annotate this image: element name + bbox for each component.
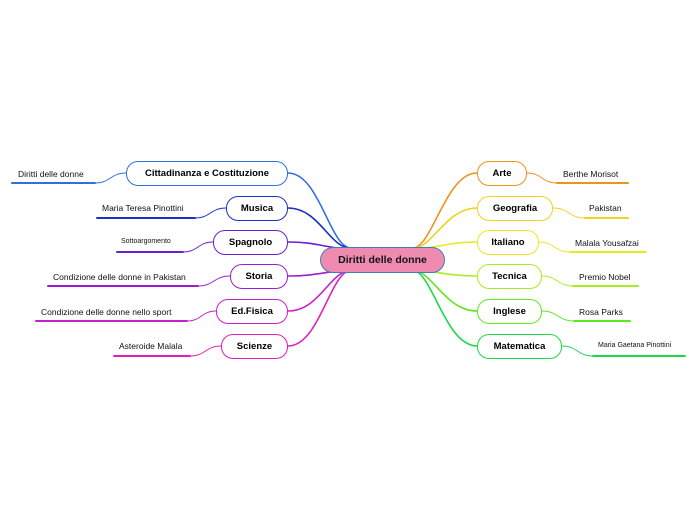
- subtopic-maria-teresa-pinottini[interactable]: Maria Teresa Pinottini: [102, 203, 184, 213]
- topic-inglese[interactable]: Inglese: [477, 299, 542, 324]
- leaf-connector-left-5: [189, 345, 222, 357]
- branch-right-0: [411, 172, 478, 249]
- leaf-connector-right-3: [541, 275, 574, 287]
- topic-spagnolo[interactable]: Spagnolo: [213, 230, 288, 255]
- central-topic[interactable]: Diritti delle donne: [320, 247, 445, 273]
- branch-right-5: [411, 269, 478, 347]
- topic-ed-fisica[interactable]: Ed.Fisica: [216, 299, 288, 324]
- leaf-connector-left-4: [186, 310, 217, 322]
- subtopic-malala-yousafzai[interactable]: Malala Yousafzai: [575, 238, 639, 248]
- subtopic-rosa-parks[interactable]: Rosa Parks: [579, 307, 623, 317]
- leaf-connector-right-4: [541, 310, 575, 322]
- branch-left-0: [287, 172, 353, 249]
- branch-left-5: [287, 269, 353, 347]
- leaf-connector-left-3: [197, 275, 231, 287]
- topic-arte[interactable]: Arte: [477, 161, 527, 186]
- subtopic-berthe-morisot[interactable]: Berthe Morisot: [563, 169, 619, 179]
- topic-geografia[interactable]: Geografia: [477, 196, 553, 221]
- subtopic-asteroide-malala[interactable]: Asteroide Malala: [119, 341, 183, 351]
- leaf-connector-right-5: [561, 345, 594, 357]
- leaf-connector-left-2: [182, 241, 214, 253]
- topic-italiano[interactable]: Italiano: [477, 230, 539, 255]
- subtopic-maria-gaetana-pinottini[interactable]: Maria Gaetana Pinottini: [598, 342, 672, 349]
- subtopic-sottoargomento[interactable]: Sottoargomento: [121, 238, 171, 245]
- topic-scienze[interactable]: Scienze: [221, 334, 288, 359]
- topic-matematica[interactable]: Matematica: [477, 334, 562, 359]
- leaf-connector-left-0: [94, 172, 127, 184]
- topic-storia[interactable]: Storia: [230, 264, 288, 289]
- subtopic-condizione-donne-pakistan[interactable]: Condizione delle donne in Pakistan: [53, 272, 186, 282]
- subtopic-premio-nobel[interactable]: Premio Nobel: [579, 272, 631, 282]
- subtopic-condizione-donne-sport[interactable]: Condizione delle donne nello sport: [41, 307, 172, 317]
- subtopic-pakistan[interactable]: Pakistan: [589, 203, 622, 213]
- leaf-connector-right-1: [552, 207, 586, 219]
- subtopic-diritti-delle-donne[interactable]: Diritti delle donne: [18, 169, 84, 179]
- leaf-connector-right-2: [538, 241, 571, 253]
- leaf-connector-left-1: [194, 207, 227, 219]
- topic-cittadinanza-e-costituzione[interactable]: Cittadinanza e Costituzione: [126, 161, 288, 186]
- topic-tecnica[interactable]: Tecnica: [477, 264, 542, 289]
- leaf-connector-right-0: [526, 172, 558, 184]
- topic-musica[interactable]: Musica: [226, 196, 288, 221]
